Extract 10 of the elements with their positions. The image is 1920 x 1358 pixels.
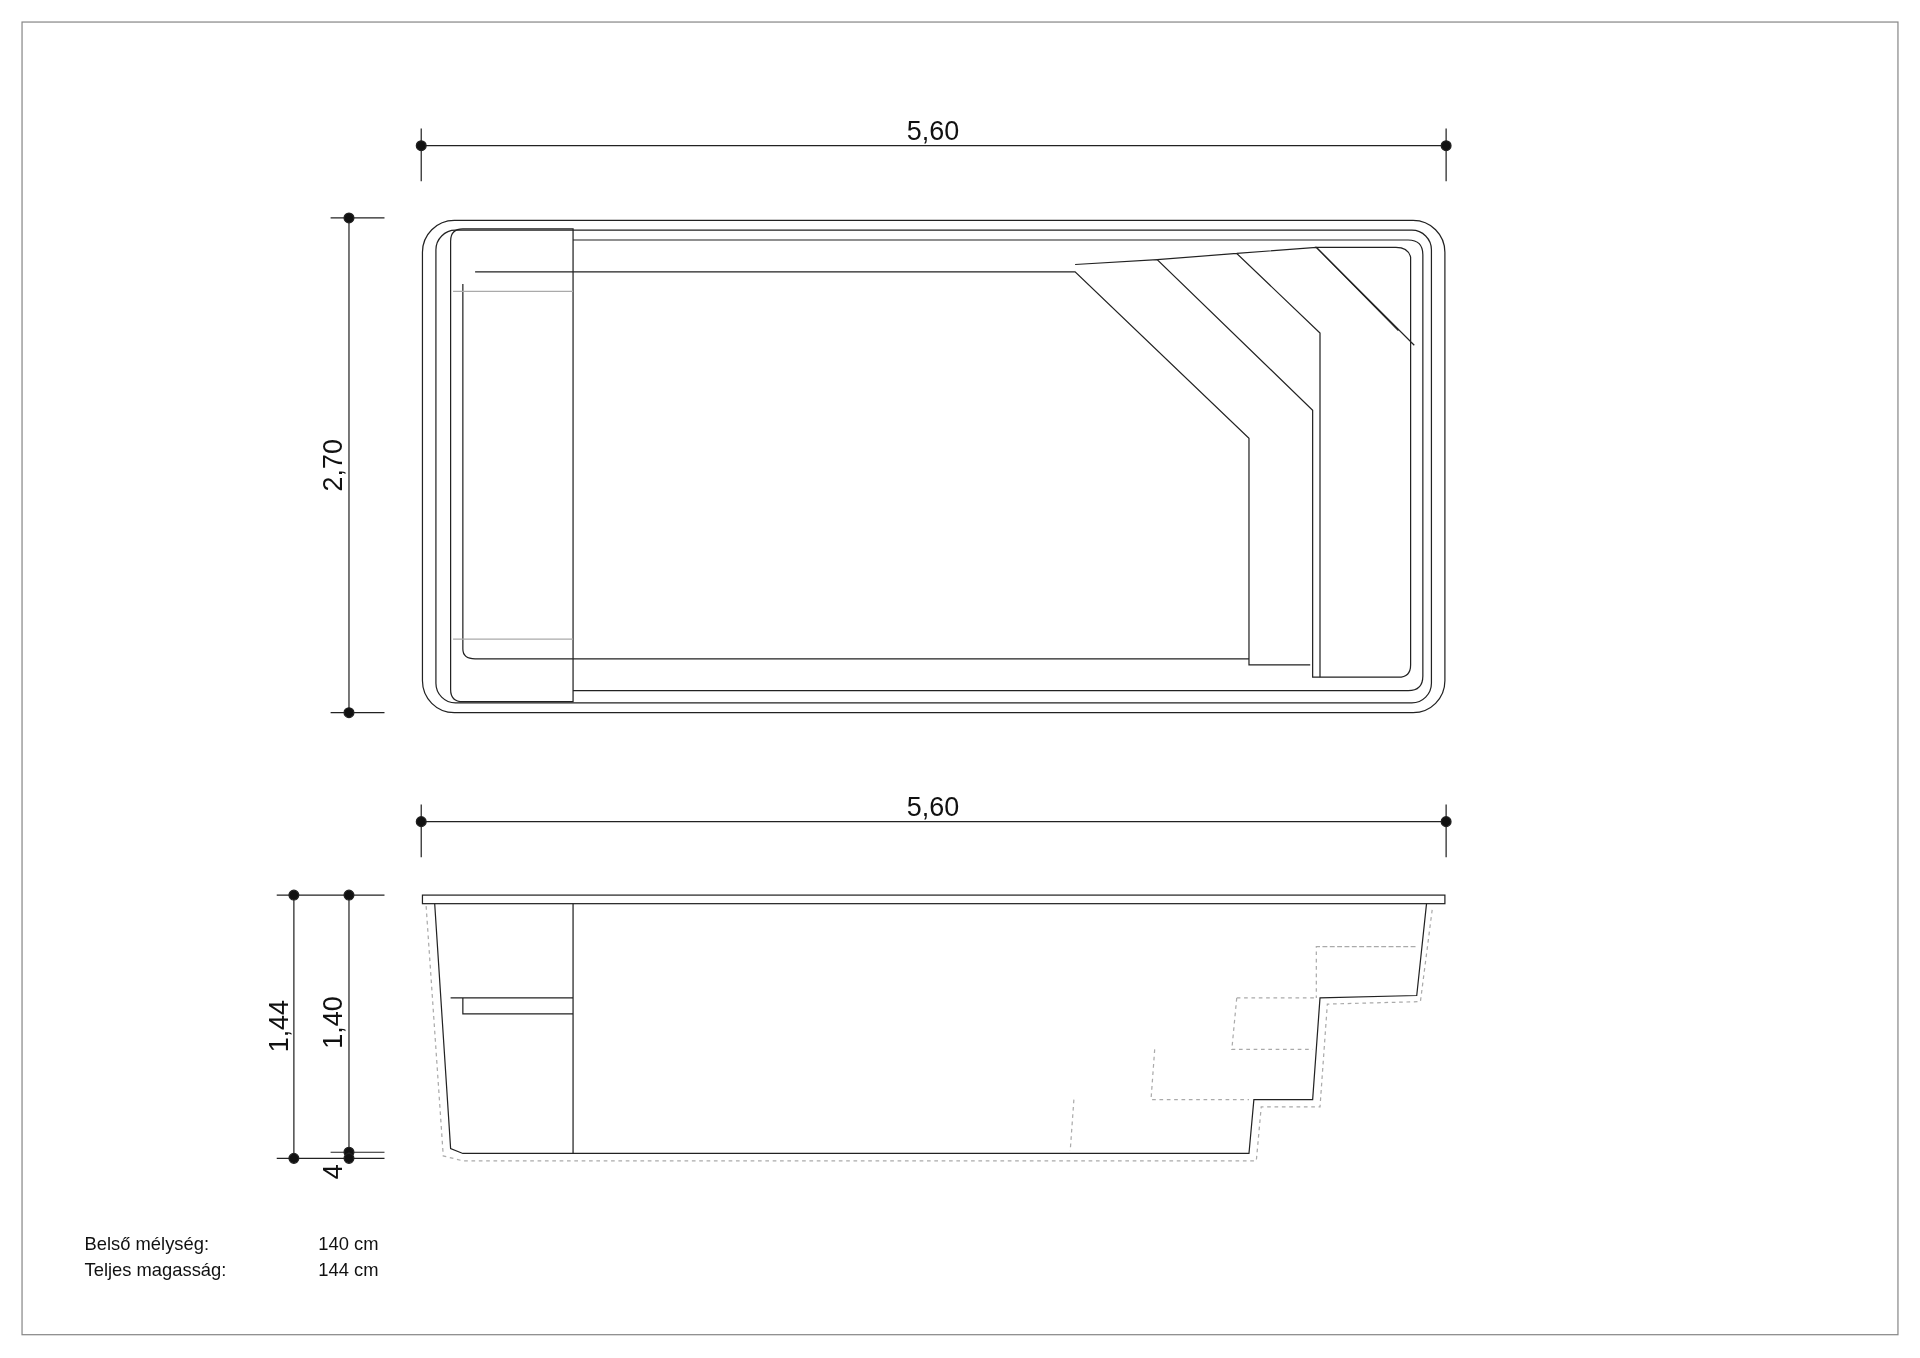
spec-label: Teljes magasság: <box>84 1260 227 1279</box>
spec-label: Belső mélység: <box>84 1234 210 1253</box>
spec-value: 140 cm <box>318 1234 379 1253</box>
spec-value: 144 cm <box>318 1260 379 1279</box>
dimension-label: 5,60 <box>906 793 960 821</box>
dimension-label: 1,44 <box>265 999 293 1053</box>
dimension-label: 4 <box>319 1164 347 1180</box>
dimension-label: 2,70 <box>319 439 347 492</box>
dimension-label: 5,60 <box>906 117 960 145</box>
dimension-label: 1,40 <box>319 996 347 1049</box>
